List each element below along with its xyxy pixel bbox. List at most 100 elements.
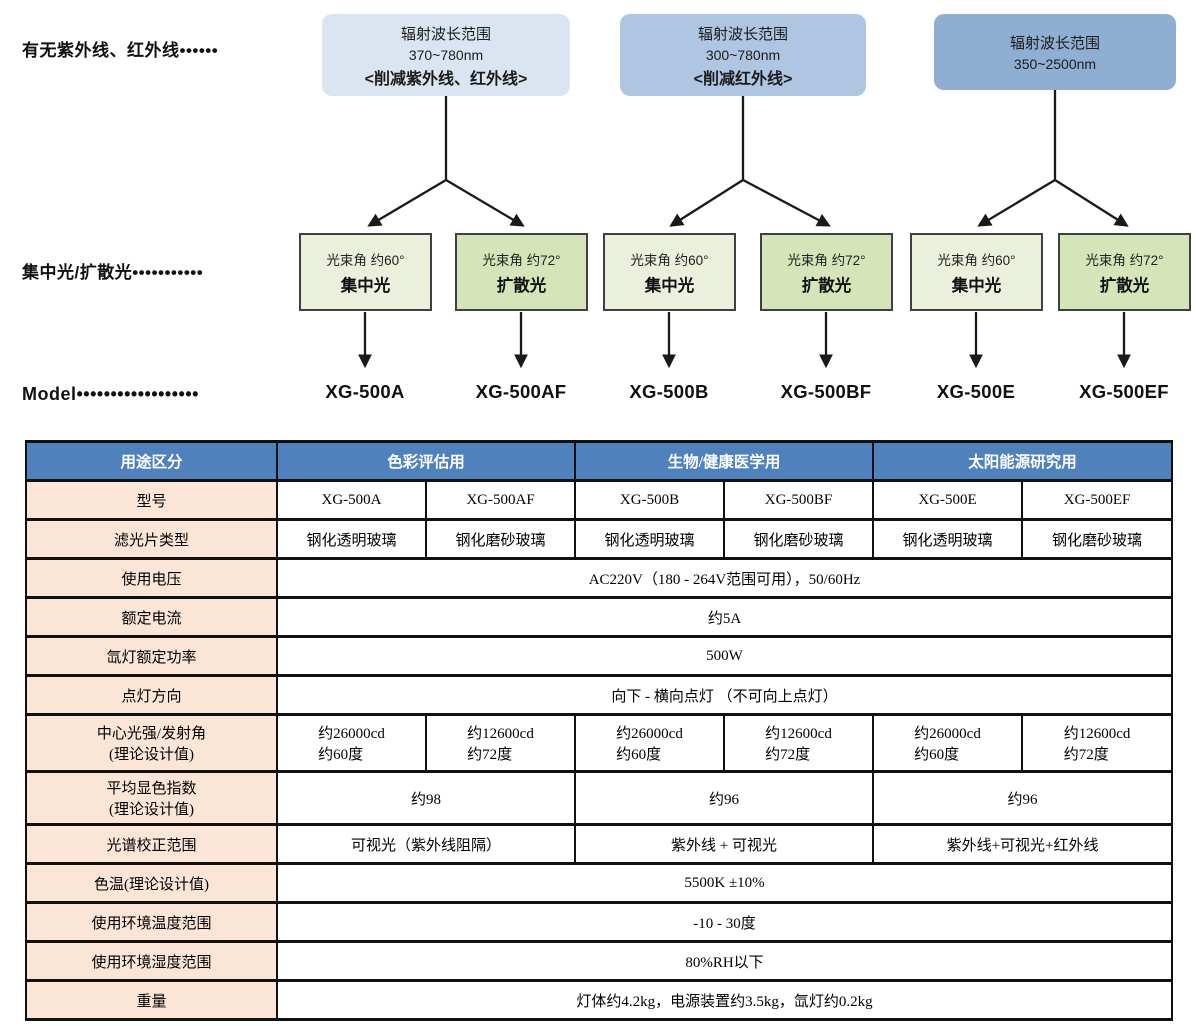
cell-intensity: 约12600cd 约72度 bbox=[1021, 713, 1174, 773]
intensity-value: 约26000cd 约60度 bbox=[616, 726, 683, 763]
intensity-value: 约12600cd 约72度 bbox=[467, 726, 534, 763]
row-label-model: Model•••••••••••••••••• bbox=[22, 384, 199, 404]
row-ambient-humidity: 使用环境湿度范围 80%RH以下 bbox=[25, 940, 1174, 982]
row-label: 使用环境湿度范围 bbox=[25, 940, 278, 982]
beam-box-diffused-3: 光束角 约72° 扩散光 bbox=[1058, 233, 1191, 311]
wavelength-box-range: 370~780nm bbox=[408, 47, 484, 63]
row-label: 光谱校正范围 bbox=[25, 823, 278, 865]
spec-table: 用途区分 色彩评估用 生物/健康医学用 太阳能源研究用 型号 XG-500A X… bbox=[25, 440, 1174, 1021]
row-label: 使用电压 bbox=[25, 557, 278, 599]
row-label: 型号 bbox=[25, 479, 278, 521]
beam-angle: 光束角 约72° bbox=[1085, 253, 1164, 268]
row-color-temp: 色温(理论设计值) 5500K ±10% bbox=[25, 862, 1174, 904]
flow-arrows bbox=[358, 90, 1131, 369]
cell-filter: 钢化透明玻璃 bbox=[872, 518, 1024, 560]
wavelength-box-ir-cut: 辐射波长范围 300~780nm <削减红外线> bbox=[620, 14, 866, 96]
cell-filter: 钢化磨砂玻璃 bbox=[1021, 518, 1174, 560]
beam-angle: 光束角 约72° bbox=[787, 253, 866, 268]
beam-type: 扩散光 bbox=[1099, 277, 1150, 295]
cell-intensity: 约26000cd 约60度 bbox=[574, 713, 726, 773]
row-weight: 重量 灯体约4.2kg，电源装置约3.5kg，氙灯约0.2kg bbox=[25, 979, 1174, 1021]
table-header-row: 用途区分 色彩评估用 生物/健康医学用 太阳能源研究用 bbox=[25, 440, 1174, 482]
row-label: 色温(理论设计值) bbox=[25, 862, 278, 904]
row-voltage: 使用电压 AC220V（180 - 264V范围可用），50/60Hz bbox=[25, 557, 1174, 599]
cell-model: XG-500E bbox=[872, 479, 1024, 521]
model-name-xg500b: XG-500B bbox=[629, 381, 709, 402]
cell-current: 约5A bbox=[275, 596, 1174, 638]
beam-box-concentrated-1: 光束角 约60° 集中光 bbox=[299, 233, 432, 311]
beam-type: 扩散光 bbox=[496, 277, 547, 295]
row-ambient-temp: 使用环境温度范围 -10 - 30度 bbox=[25, 901, 1174, 943]
model-name-xg500ef: XG-500EF bbox=[1079, 381, 1169, 402]
cell-humidity: 80%RH以下 bbox=[275, 940, 1174, 982]
row-lighting-direction: 点灯方向 向下 - 横向点灯 （不可向上点灯） bbox=[25, 674, 1174, 716]
cell-model: XG-500AF bbox=[424, 479, 577, 521]
cell-filter: 钢化磨砂玻璃 bbox=[723, 518, 875, 560]
cell-voltage: AC220V（180 - 264V范围可用），50/60Hz bbox=[275, 557, 1174, 599]
wavelength-box-note: <削减紫外线、红外线> bbox=[364, 71, 528, 88]
wavelength-box-range: 300~780nm bbox=[705, 47, 781, 63]
cell-spectral: 可视光（紫外线阻隔） bbox=[275, 823, 577, 865]
intensity-value: 约12600cd 约72度 bbox=[765, 726, 832, 763]
wavelength-box-uv-ir-cut: 辐射波长范围 370~780nm <削减紫外线、红外线> bbox=[322, 14, 570, 96]
cell-model: XG-500A bbox=[276, 479, 427, 521]
beam-box-concentrated-3: 光束角 约60° 集中光 bbox=[910, 233, 1043, 311]
intensity-value: 约26000cd 约60度 bbox=[914, 726, 981, 763]
row-label: 中心光强/发射角 (理论设计值) bbox=[25, 713, 278, 773]
cell-model: XG-500EF bbox=[1021, 479, 1174, 521]
row-label: 重量 bbox=[25, 979, 278, 1021]
intensity-value: 约26000cd 约60度 bbox=[318, 726, 385, 763]
header-group-bio-medical: 生物/健康医学用 bbox=[574, 440, 875, 482]
row-label: 滤光片类型 bbox=[25, 518, 278, 560]
cell-spectral: 紫外线 + 可视光 bbox=[574, 823, 875, 865]
cell-cri: 约98 bbox=[275, 770, 577, 826]
cell-filter: 钢化磨砂玻璃 bbox=[424, 518, 577, 560]
beam-angle: 光束角 约60° bbox=[630, 253, 709, 268]
row-filter-type: 滤光片类型 钢化透明玻璃 钢化磨砂玻璃 钢化透明玻璃 钢化磨砂玻璃 钢化透明玻璃… bbox=[25, 518, 1174, 560]
cell-intensity: 约26000cd 约60度 bbox=[872, 713, 1024, 773]
row-rated-current: 额定电流 约5A bbox=[25, 596, 1174, 638]
row-spectral-range: 光谱校正范围 可视光（紫外线阻隔） 紫外线 + 可视光 紫外线+可视光+红外线 bbox=[25, 823, 1174, 865]
intensity-value: 约12600cd 约72度 bbox=[1063, 726, 1131, 763]
cell-intensity: 约12600cd 约72度 bbox=[723, 713, 875, 773]
row-label: 平均显色指数 (理论设计值) bbox=[25, 770, 278, 826]
beam-type: 集中光 bbox=[644, 277, 695, 295]
cell-weight: 灯体约4.2kg，电源装置约3.5kg，氙灯约0.2kg bbox=[275, 979, 1174, 1021]
cell-spectral: 紫外线+可视光+红外线 bbox=[872, 823, 1174, 865]
row-label: 氙灯额定功率 bbox=[25, 635, 278, 677]
row-cri: 平均显色指数 (理论设计值) 约98 约96 约96 bbox=[25, 770, 1174, 826]
header-group-color-eval: 色彩评估用 bbox=[275, 440, 577, 482]
row-label: 点灯方向 bbox=[25, 674, 278, 716]
beam-box-concentrated-2: 光束角 约60° 集中光 bbox=[603, 233, 736, 311]
cell-cri: 约96 bbox=[872, 770, 1174, 826]
row-luminous-intensity: 中心光强/发射角 (理论设计值) 约26000cd 约60度 约12600cd … bbox=[25, 713, 1174, 773]
cell-intensity: 约26000cd 约60度 bbox=[276, 713, 427, 773]
cell-intensity: 约12600cd 约72度 bbox=[424, 713, 577, 773]
beam-box-diffused-2: 光束角 约72° 扩散光 bbox=[760, 233, 893, 311]
wavelength-box-title: 辐射波长范围 bbox=[1009, 35, 1100, 52]
cell-power: 500W bbox=[275, 635, 1174, 677]
row-model-number: 型号 XG-500A XG-500AF XG-500B XG-500BF XG-… bbox=[25, 479, 1174, 521]
cell-color-temp: 5500K ±10% bbox=[275, 862, 1174, 904]
cell-cri: 约96 bbox=[574, 770, 875, 826]
wavelength-box-full-spectrum: 辐射波长范围 350~2500nm bbox=[934, 14, 1176, 90]
row-label-uv-ir: 有无紫外线、红外线•••••• bbox=[22, 41, 219, 60]
wavelength-box-range: 350~2500nm bbox=[1013, 56, 1097, 72]
model-name-xg500a: XG-500A bbox=[325, 381, 405, 402]
beam-type: 集中光 bbox=[951, 277, 1002, 295]
cell-filter: 钢化透明玻璃 bbox=[574, 518, 726, 560]
row-label: 额定电流 bbox=[25, 596, 278, 638]
beam-angle: 光束角 约72° bbox=[482, 253, 561, 268]
beam-angle: 光束角 约60° bbox=[326, 253, 405, 268]
row-label: 使用环境温度范围 bbox=[25, 901, 278, 943]
cell-model: XG-500B bbox=[574, 479, 726, 521]
beam-type: 集中光 bbox=[340, 277, 391, 295]
model-name-xg500e: XG-500E bbox=[936, 381, 1016, 402]
cell-filter: 钢化透明玻璃 bbox=[276, 518, 427, 560]
model-name-xg500af: XG-500AF bbox=[475, 381, 567, 402]
row-label-beam-type: 集中光/扩散光••••••••••• bbox=[22, 263, 204, 282]
cell-ambient-temp: -10 - 30度 bbox=[275, 901, 1174, 943]
cell-direction: 向下 - 横向点灯 （不可向上点灯） bbox=[275, 674, 1174, 716]
header-usage-category: 用途区分 bbox=[25, 440, 278, 482]
cell-model: XG-500BF bbox=[723, 479, 875, 521]
